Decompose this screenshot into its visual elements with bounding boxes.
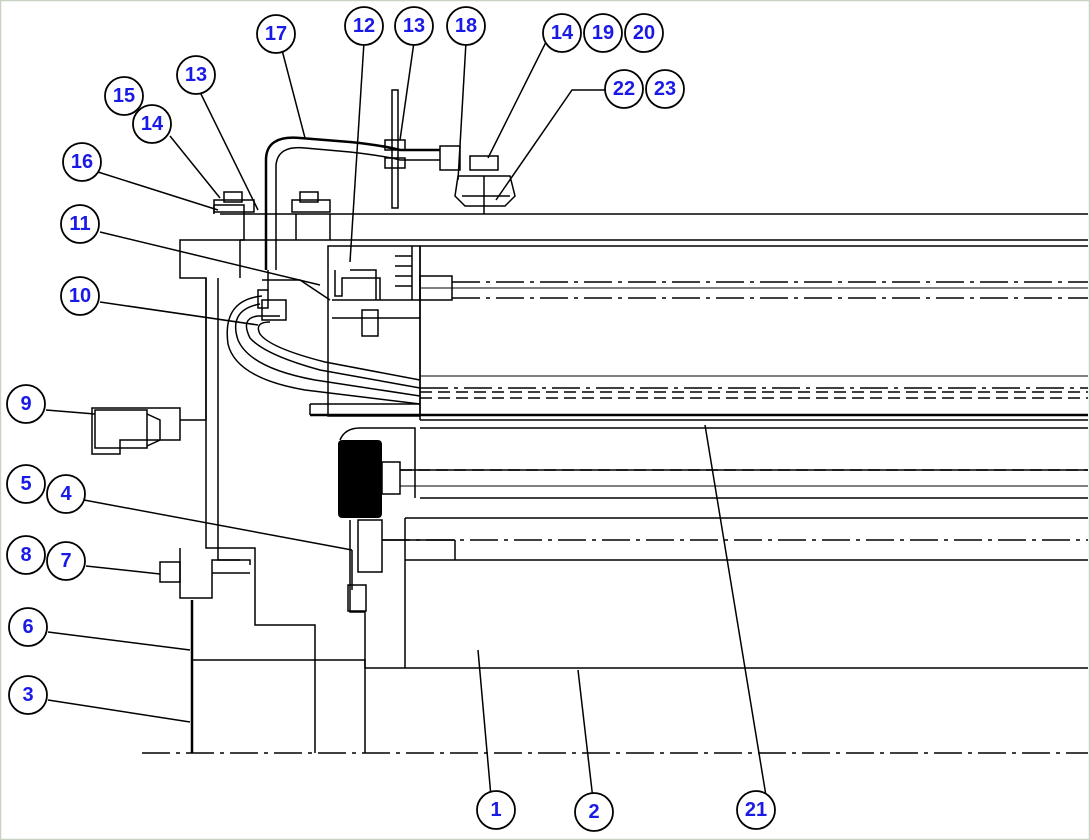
callout-1: 1 xyxy=(476,790,516,830)
callout-4: 4 xyxy=(46,474,86,514)
svg-text:10: 10 xyxy=(69,285,91,307)
callout-15: 15 xyxy=(104,76,144,116)
svg-text:4: 4 xyxy=(60,483,72,505)
callouts: 1 2 3 4 5 6 7 8 9 10 11 12 13 13 14 14 1… xyxy=(6,6,776,832)
callout-18: 18 xyxy=(446,6,486,46)
svg-text:3: 3 xyxy=(22,684,33,706)
svg-text:12: 12 xyxy=(353,15,375,37)
callout-12: 12 xyxy=(344,6,384,46)
callout-5: 5 xyxy=(6,464,46,504)
callout-19: 19 xyxy=(583,13,623,53)
svg-text:18: 18 xyxy=(455,15,477,37)
callout-14-a: 14 xyxy=(132,104,172,144)
callout-2: 2 xyxy=(574,792,614,832)
svg-text:16: 16 xyxy=(71,151,93,173)
seal-block xyxy=(338,440,382,518)
callout-14-b: 14 xyxy=(542,13,582,53)
svg-text:2: 2 xyxy=(588,801,599,823)
svg-text:15: 15 xyxy=(113,85,135,107)
callout-7: 7 xyxy=(46,541,86,581)
svg-text:11: 11 xyxy=(69,213,90,235)
svg-text:13: 13 xyxy=(403,15,425,37)
callout-16: 16 xyxy=(62,142,102,182)
callout-3: 3 xyxy=(8,675,48,715)
callout-22: 22 xyxy=(604,69,644,109)
callout-23: 23 xyxy=(645,69,685,109)
svg-text:9: 9 xyxy=(20,393,31,415)
callout-11: 11 xyxy=(60,204,100,244)
callout-10: 10 xyxy=(60,276,100,316)
svg-text:19: 19 xyxy=(592,22,614,44)
callout-13-a: 13 xyxy=(394,6,434,46)
callout-13-b: 13 xyxy=(176,55,216,95)
callout-17: 17 xyxy=(256,14,296,54)
leader-lines xyxy=(45,41,769,809)
svg-text:22: 22 xyxy=(613,78,635,100)
svg-text:20: 20 xyxy=(633,22,655,44)
svg-text:1: 1 xyxy=(490,799,501,821)
callout-21: 21 xyxy=(736,790,776,830)
svg-text:17: 17 xyxy=(265,23,287,45)
svg-text:21: 21 xyxy=(745,799,767,821)
svg-text:6: 6 xyxy=(22,616,33,638)
callout-20: 20 xyxy=(624,13,664,53)
svg-text:14: 14 xyxy=(141,113,164,135)
svg-text:23: 23 xyxy=(654,78,676,100)
drawing-lines xyxy=(91,89,1088,754)
svg-text:14: 14 xyxy=(551,22,574,44)
callout-9: 9 xyxy=(6,384,46,424)
callout-8: 8 xyxy=(6,535,46,575)
callout-6: 6 xyxy=(8,607,48,647)
svg-text:7: 7 xyxy=(60,550,71,572)
svg-text:13: 13 xyxy=(185,64,207,86)
svg-text:5: 5 xyxy=(20,473,31,495)
svg-text:8: 8 xyxy=(20,544,31,566)
